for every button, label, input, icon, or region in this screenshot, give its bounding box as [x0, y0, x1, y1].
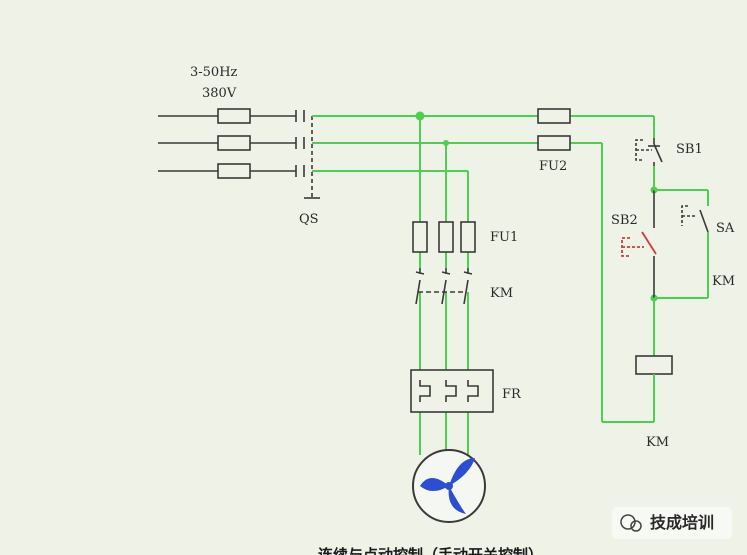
km-coil-label: KM: [646, 435, 669, 450]
sb1-stop-button: [635, 138, 663, 166]
fu2-label: FU2: [539, 159, 567, 174]
motor-fan-icon: [412, 449, 486, 523]
fu2-fuses: [537, 108, 571, 151]
sa-label: SA: [716, 221, 735, 236]
sa-km-aux-branch: [654, 189, 709, 299]
wechat-icon: [620, 514, 636, 530]
sb2-label: SB2: [611, 213, 638, 228]
supply-frequency-label: 3-50Hz: [190, 65, 238, 80]
sb2-jog-button: [621, 190, 657, 298]
main-bus-wires: [312, 115, 655, 423]
sb1-label: SB1: [676, 142, 703, 157]
km-main-label: KM: [490, 286, 513, 301]
power-circuit-wires: [419, 116, 469, 455]
km-main-contacts: [415, 268, 473, 305]
km-aux-label: KM: [712, 274, 735, 289]
fu1-label: FU1: [490, 230, 518, 245]
watermark-text: 技成培训: [650, 513, 714, 532]
input-fuses: [217, 108, 251, 179]
junction-dots: [415, 111, 658, 302]
incoming-supply-lines: [158, 115, 296, 172]
watermark: 技成培训: [612, 507, 732, 539]
fr-thermal-relay: [410, 369, 494, 413]
diagram-caption: 连续与点动控制（手动开关控制）: [318, 546, 543, 555]
supply-voltage-label: 380V: [202, 86, 237, 101]
qs-label: QS: [299, 212, 319, 227]
qs-isolator-switch: [295, 110, 320, 199]
fr-label: FR: [502, 387, 522, 402]
fu1-fuses: [412, 221, 476, 253]
km-coil: [635, 355, 673, 375]
